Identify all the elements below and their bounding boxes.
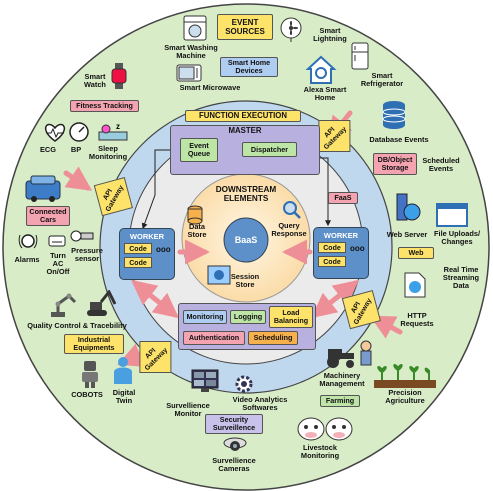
arrow-worker-left-to-services: [131, 279, 179, 319]
ecg-icon: [44, 123, 66, 142]
bp-icon: [69, 122, 89, 142]
web-box: Web: [398, 247, 434, 259]
dispatcher-box: Dispatcher: [242, 142, 297, 157]
query-search-icon: [283, 201, 301, 219]
excavator-icon: [87, 290, 117, 316]
worker-right-code-1: Code: [318, 242, 346, 253]
svg-text:z: z: [116, 122, 120, 131]
pressure-sensor-label: Pressure sensor: [71, 246, 103, 264]
cobots-label: COBOTS: [71, 390, 103, 399]
alexa-home-icon: [305, 55, 337, 84]
alarms-label: Alarms: [14, 255, 40, 264]
session-store-icon: [207, 265, 231, 285]
authentication-box: Authentication: [183, 331, 245, 345]
smart-home-devices-box: Smart Home Devices: [220, 57, 278, 77]
video-analytics-label: Video Analytics Softwares: [232, 395, 288, 413]
surveillance-monitor-icon: [191, 369, 219, 392]
event-sources-box: EVENT SOURCES: [217, 14, 273, 40]
worker-right-title: WORKER: [323, 231, 359, 240]
http-icon: [404, 272, 426, 298]
worker-left-code-2: Code: [124, 257, 152, 268]
web-server-icon: [396, 193, 421, 221]
worker-left-dots: ooo: [156, 245, 171, 254]
alexa-smart-home-label: Alexa Smart Home: [303, 85, 347, 103]
washing-machine-icon: [183, 15, 207, 41]
worker-right-code-2: Code: [318, 256, 346, 267]
bp-label: BP: [70, 145, 82, 154]
faas-box: FaaS: [328, 192, 358, 204]
smart-watch-icon: [111, 63, 127, 89]
machinery-management-label: Machinery Management: [319, 371, 365, 389]
digital-twin-icon: [114, 357, 132, 384]
event-queue-box: Event Queue: [180, 138, 218, 162]
sleep-icon: z: [98, 122, 128, 141]
plants-icon: [374, 363, 436, 388]
worker-left-title: WORKER: [129, 232, 165, 241]
farming-box: Farming: [320, 395, 360, 407]
ecg-label: ECG: [39, 145, 56, 154]
downstream-title: DOWNSTREAM ELEMENTS: [215, 185, 277, 203]
livestock-icon: [297, 417, 353, 441]
worker-left-code-1: Code: [124, 243, 152, 254]
scheduled-events-label: Scheduled Events: [422, 156, 460, 174]
monitoring-box: Monitoring: [183, 310, 227, 324]
arrow-gateway-left: [63, 166, 93, 191]
file-uploads-label: File Uploads/ Changes: [434, 229, 480, 247]
web-server-label: Web Server: [386, 230, 428, 239]
master-to-worker-left: [141, 149, 170, 230]
livestock-monitoring-label: Livestock Monitoring: [300, 443, 340, 461]
farmer-icon: [360, 340, 372, 366]
data-store-label: Data Store: [187, 222, 207, 240]
smart-watch-label: Smart Watch: [84, 72, 106, 90]
master-label: MASTER: [228, 126, 262, 135]
scheduling-box: Scheduling: [248, 331, 298, 345]
alarm-icon: [18, 234, 38, 249]
file-upload-icon: [436, 203, 468, 227]
arrow-worker-right-to-services: [311, 279, 359, 319]
precision-agriculture-label: Precision Agriculture: [385, 388, 425, 406]
surveillance-cameras-label: Survellience Cameras: [212, 456, 256, 474]
quality-control-label: Quality Control & Tracebility: [27, 321, 127, 330]
tractor-icon: [327, 349, 354, 368]
security-surveillance-box: Security Surveillence: [205, 414, 263, 434]
surveillance-camera-icon: [223, 437, 247, 451]
database-icon: [382, 101, 406, 129]
refrigerator-icon: [351, 42, 369, 70]
data-store-icon: [187, 205, 203, 225]
turn-ac-label: Turn AC On/Off: [46, 251, 70, 277]
smart-lightning-label: Smart Lightning: [313, 26, 347, 44]
database-events-label: Database Events: [369, 135, 429, 144]
cobot-icon: [82, 361, 98, 388]
session-store-label: Session Store: [230, 272, 260, 290]
car-icon: [25, 175, 61, 202]
query-response-label: Query Response: [271, 221, 307, 239]
load-balancing-box: Load Balancing: [269, 306, 313, 328]
worker-right-dots: ooo: [350, 244, 365, 253]
worker-left: WORKER Code Code ooo: [119, 228, 175, 280]
video-analytics-icon: [235, 375, 253, 393]
microwave-icon: [176, 64, 202, 82]
surveillance-monitor-label: Survellience Monitor: [166, 401, 210, 419]
function-execution-title: FUNCTION EXECUTION: [185, 110, 301, 122]
fitness-tracking-box: Fitness Tracking: [70, 100, 139, 112]
robot-arm-icon: [51, 293, 77, 317]
baas-label: BaaS: [234, 235, 258, 245]
industrial-equipments-box: Industrial Equipments: [64, 334, 124, 354]
logging-box: Logging: [230, 310, 266, 324]
connected-cars-box: Connected Cars: [26, 206, 70, 226]
digital-twin-label: Digital Twin: [112, 388, 136, 406]
real-time-streaming-label: Real Time Streaming Data: [442, 265, 480, 291]
smart-refrigerator-label: Smart Refrigerator: [360, 71, 404, 89]
ac-icon: [48, 235, 66, 247]
worker-right: WORKER Code Code ooo: [313, 227, 369, 279]
baas-circle: [223, 217, 269, 263]
smart-washing-machine-label: Smart Washing Machine: [164, 43, 218, 61]
fan-icon: [280, 17, 302, 42]
db-storage-box: DB/Object Storage: [373, 153, 417, 175]
smart-microwave-label: Smart Microwave: [179, 83, 241, 92]
pressure-sensor-icon: [70, 230, 94, 242]
sleep-monitoring-label: Sleep Monitoring: [88, 144, 128, 162]
http-requests-label: HTTP Requests: [400, 311, 434, 329]
